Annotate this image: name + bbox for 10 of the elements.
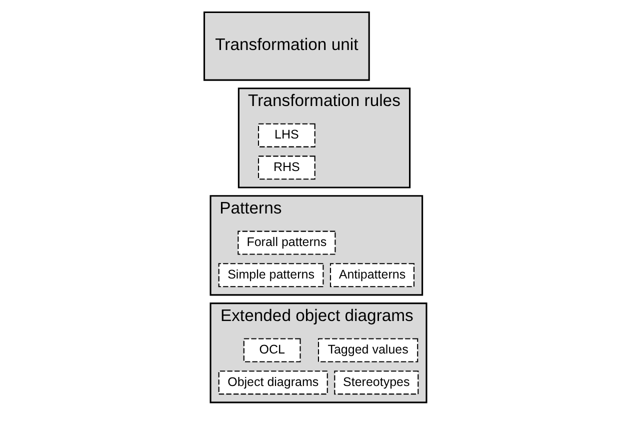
node-box: Tagged values (318, 338, 418, 362)
node-box: RHS (258, 156, 316, 180)
node-box: Stereotypes (334, 370, 419, 395)
node-box: Antipatterns (330, 263, 414, 288)
node-box: Transformation unit (203, 11, 370, 81)
node-box: LHS (258, 123, 316, 148)
node-box: Forall patterns (238, 230, 336, 255)
node-box: Object diagrams (218, 370, 328, 395)
node-box: OCL (243, 338, 301, 362)
node-box: Simple patterns (218, 263, 324, 288)
